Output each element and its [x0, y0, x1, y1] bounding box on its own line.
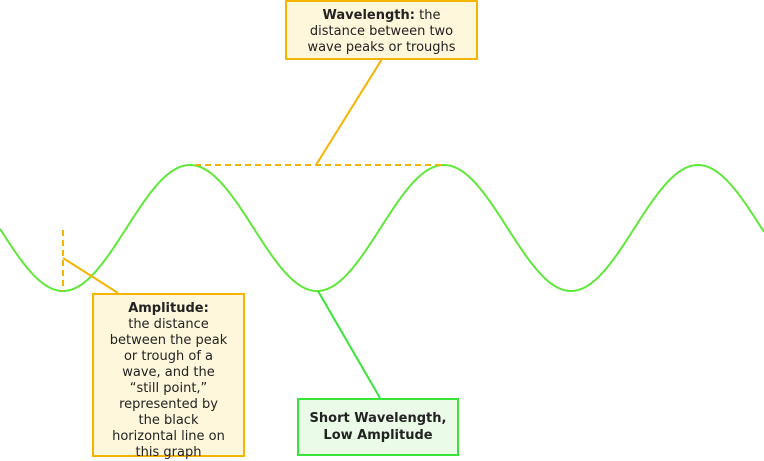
wavelength-definition: the distance between two wave peaks or t…	[307, 8, 456, 55]
short-wavelength-label: Short Wavelength, Low Amplitude	[297, 398, 459, 456]
amplitude-definition: the distance between the peak or trough …	[109, 317, 228, 460]
wave-curve	[0, 163, 764, 292]
wavelength-pointer-line	[315, 58, 383, 166]
amplitude-pointer-line	[62, 257, 119, 294]
amplitude-term: Amplitude:	[128, 301, 209, 316]
amplitude-callout: Amplitude: the distance between the peak…	[92, 293, 245, 460]
short-wavelength-text: Short Wavelength, Low Amplitude	[309, 411, 447, 443]
wavelength-term: Wavelength:	[322, 8, 415, 23]
wavelength-callout: Wavelength: the distance between two wav…	[285, 0, 478, 60]
short-wave-pointer-line	[317, 290, 381, 399]
